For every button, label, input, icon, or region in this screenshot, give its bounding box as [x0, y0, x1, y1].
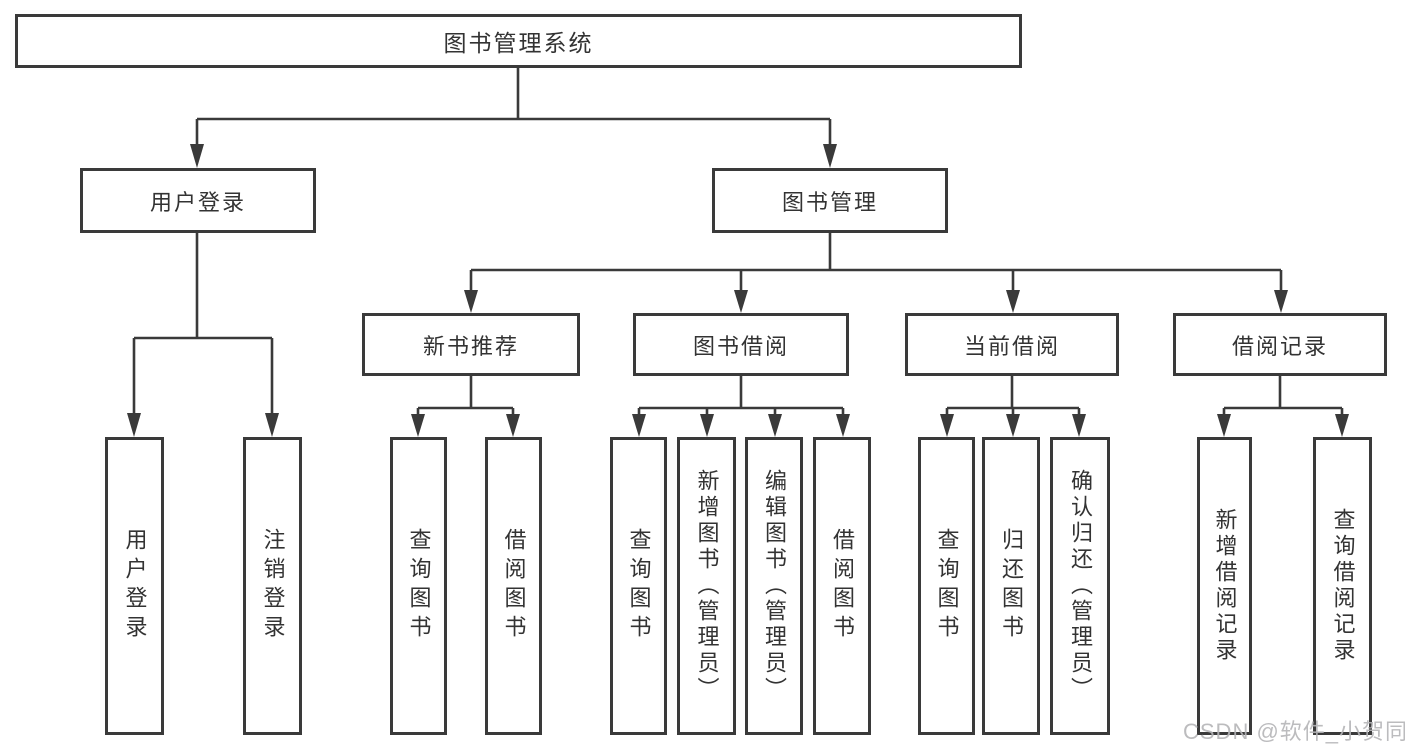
node-new-book-recommend: 新书推荐 — [362, 313, 580, 376]
leaf-label: 注销登录 — [260, 528, 286, 644]
node-label: 当前借阅 — [963, 333, 1060, 359]
node-label: 图书管理系统 — [443, 30, 594, 56]
arrowheads — [127, 144, 1349, 437]
leaf-label: 新增图书（管理员） — [694, 469, 720, 703]
node-label: 用户登录 — [149, 189, 246, 215]
leaf-label: 确认归还（管理员） — [1068, 469, 1093, 703]
leaf-logout: 注销登录 — [243, 437, 302, 735]
leaf-label: 查询图书 — [406, 528, 432, 644]
leaf-borrow-books: 借阅图书 — [813, 437, 871, 735]
node-label: 图书借阅 — [692, 333, 789, 359]
node-book-management: 图书管理 — [712, 168, 948, 233]
leaf-query-books-newbooks: 查询图书 — [390, 437, 447, 735]
leaf-label: 用户登录 — [122, 528, 148, 644]
leaf-add-borrow-record: 新增借阅记录 — [1197, 437, 1252, 735]
leaf-user-login: 用户登录 — [105, 437, 164, 735]
leaf-query-books-current: 查询图书 — [918, 437, 975, 735]
leaf-label: 编辑图书（管理员） — [762, 469, 787, 703]
leaf-confirm-return-admin: 确认归还（管理员） — [1050, 437, 1110, 735]
leaf-label: 新增借阅记录 — [1212, 508, 1238, 664]
node-library-management-system: 图书管理系统 — [15, 14, 1022, 68]
node-current-borrow: 当前借阅 — [905, 313, 1119, 376]
leaf-label: 借阅图书 — [501, 528, 527, 644]
node-borrow-records: 借阅记录 — [1173, 313, 1387, 376]
leaf-edit-books-admin: 编辑图书（管理员） — [745, 437, 803, 735]
leaf-borrow-books-newbooks: 借阅图书 — [485, 437, 542, 735]
leaf-label: 查询图书 — [934, 528, 960, 644]
leaf-query-books-borrow: 查询图书 — [610, 437, 667, 735]
node-book-borrow: 图书借阅 — [633, 313, 849, 376]
node-label: 借阅记录 — [1231, 333, 1328, 359]
leaf-label: 归还图书 — [999, 528, 1024, 644]
leaf-return-books: 归还图书 — [982, 437, 1040, 735]
csdn-watermark: CSDN @软件_小贺同学 — [1183, 719, 1405, 744]
node-user-login: 用户登录 — [80, 168, 316, 233]
node-label: 图书管理 — [781, 189, 878, 215]
leaf-add-books-admin: 新增图书（管理员） — [677, 437, 736, 735]
node-label: 新书推荐 — [422, 333, 519, 359]
leaf-query-borrow-record: 查询借阅记录 — [1313, 437, 1372, 735]
leaf-label: 查询图书 — [626, 528, 652, 644]
leaf-label: 借阅图书 — [830, 528, 855, 644]
leaf-label: 查询借阅记录 — [1330, 508, 1356, 664]
